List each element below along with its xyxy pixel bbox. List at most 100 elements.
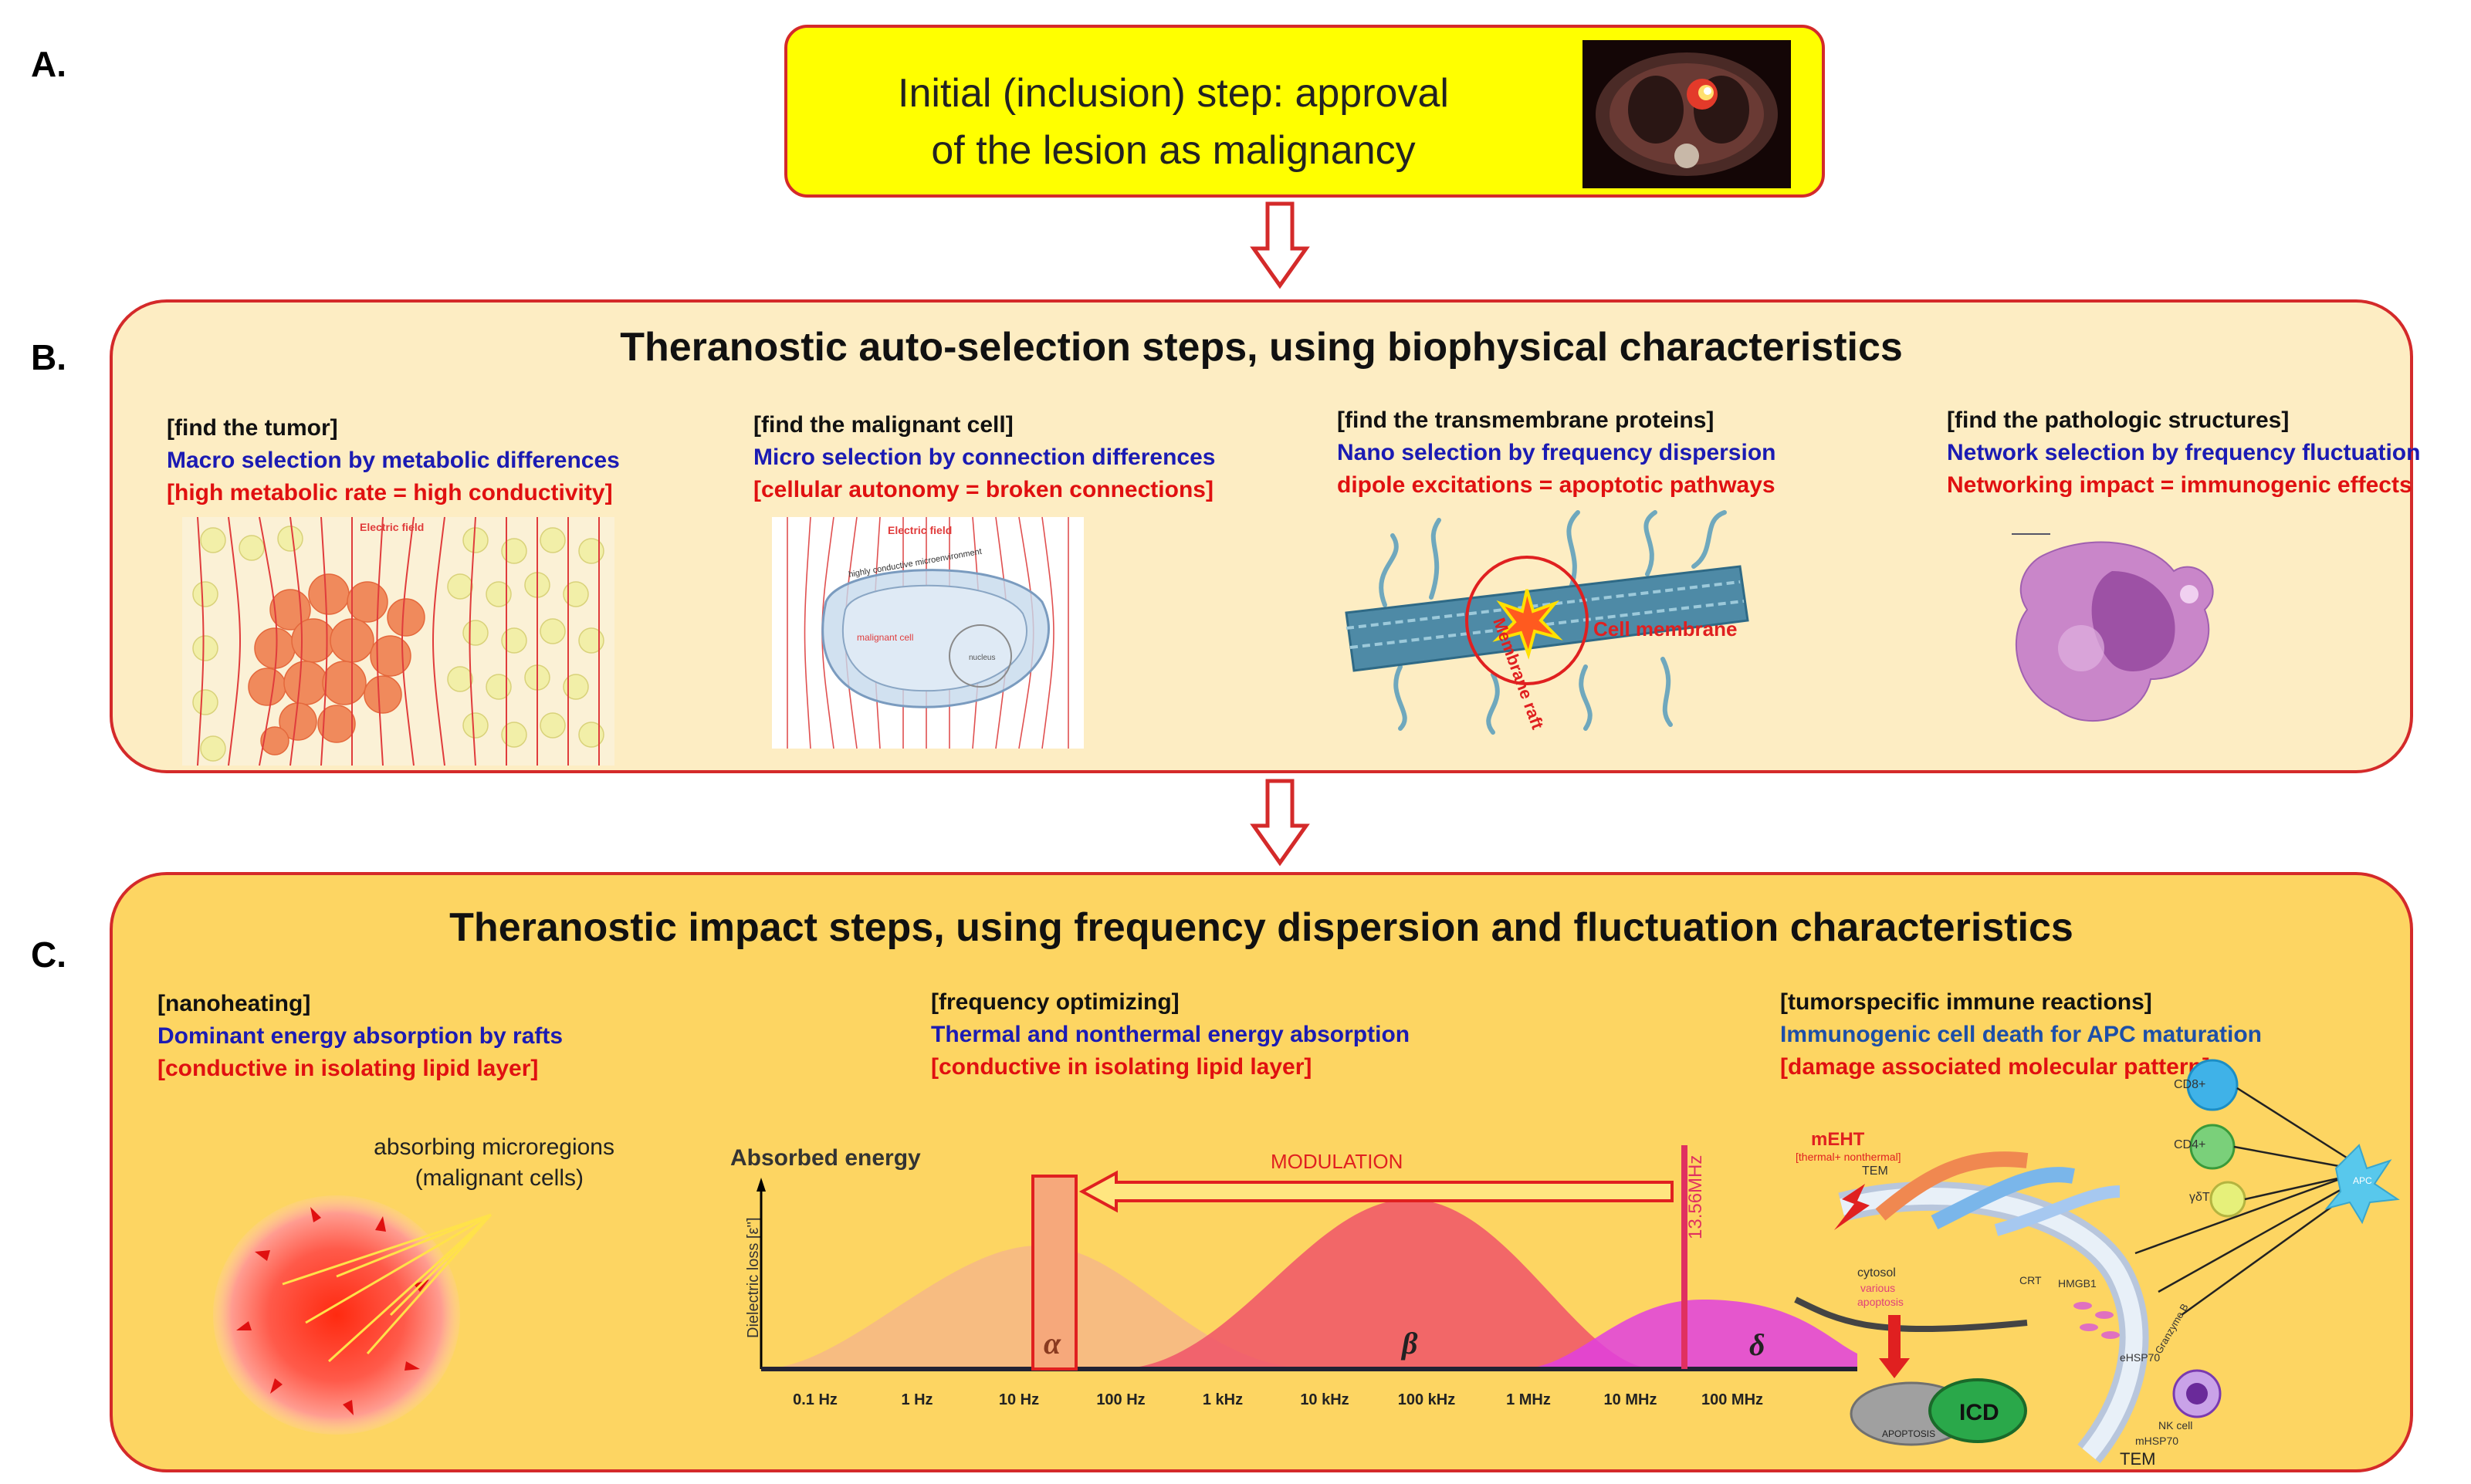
nk-label: NK cell <box>2158 1419 2192 1432</box>
field-label: Electric field <box>360 521 424 533</box>
column-tag: [find the tumor] <box>167 415 338 441</box>
signal-lines <box>2134 1087 2354 1317</box>
nucleus-label: nucleus <box>969 654 995 662</box>
column-tag: [frequency optimizing] <box>931 989 1180 1015</box>
malignant-cell-illustration: Electric field highly conductive microen… <box>772 516 1084 749</box>
column-method: Micro selection by connection difference… <box>753 445 1216 470</box>
nucleus <box>949 624 1012 688</box>
spectrum-ylabel: Dielectric loss [ε''] <box>745 1217 762 1338</box>
granzyme-label: Granzyme B <box>2153 1302 2191 1356</box>
column-method: Thermal and nonthermal energy absorption <box>931 1022 1410 1047</box>
apc-dendritic-cell <box>2324 1144 2400 1225</box>
damp-molecules <box>2073 1302 2120 1339</box>
background-cells <box>192 526 604 762</box>
frequency-tick-label: 100 Hz <box>1096 1391 1145 1408</box>
column-principle: [high metabolic rate = high conductivity… <box>167 480 613 505</box>
heated-cell <box>213 1195 460 1435</box>
signal-arrow-orange <box>1875 1151 2029 1221</box>
selection-column-proteins: [find the transmembrane proteins] Nano s… <box>1337 404 1775 502</box>
cd8-label: CD8+ <box>2174 1078 2205 1091</box>
column-method: Immunogenic cell death for APC maturatio… <box>1780 1022 2262 1047</box>
mhsp70-label: mHSP70 <box>2135 1435 2178 1447</box>
column-principle: [conductive in isolating lipid layer] <box>931 1054 1312 1080</box>
signal-arrow-lightblue <box>1994 1185 2121 1236</box>
icd-node <box>1928 1378 2027 1443</box>
impact-column-immune: [tumorspecific immune reactions] Immunog… <box>1780 986 2262 1083</box>
hmgb1-label: HMGB1 <box>2058 1277 2097 1290</box>
tumor-cluster <box>248 573 425 756</box>
down-arrow-1 <box>1250 201 1310 289</box>
column-tag: [nanoheating] <box>157 991 311 1016</box>
absorption-rays <box>282 1213 493 1363</box>
column-method: Dominant energy absorption by rafts <box>157 1023 564 1049</box>
field-label: Electric field <box>888 524 952 536</box>
frequency-marker-line <box>1681 1145 1687 1369</box>
membrane-label: Cell membrane <box>1593 617 1737 641</box>
field-lines <box>197 516 600 766</box>
frequency-tick-label: 1 Hz <box>901 1391 933 1408</box>
pet-ct-graphic <box>1582 40 1791 188</box>
modulation-label: MODULATION <box>1271 1150 1403 1173</box>
malignant-cell-label: malignant cell <box>857 632 913 643</box>
gd-label: γδT <box>2189 1191 2210 1204</box>
frequency-tick-label: 10 MHz <box>1604 1391 1657 1408</box>
ehsp70-label: eHSP70 <box>2120 1351 2160 1364</box>
tem-top-label: TEM <box>1862 1165 1888 1178</box>
down-arrow-2 <box>1250 779 1310 867</box>
dielectric-spectrum: Absorbed energy Dielectric loss [ε''] 13… <box>730 1145 1857 1408</box>
icd-label: ICD <box>1959 1400 1999 1425</box>
apoptosis-label: APOPTOSIS <box>1882 1428 1935 1439</box>
auto-selection-panel: Theranostic auto-selection steps, using … <box>110 299 2420 773</box>
lightning-icon <box>1834 1184 1870 1230</box>
column-principle: Networking impact = immunogenic effects <box>1947 472 2412 498</box>
column-tag: [find the transmembrane proteins] <box>1337 407 1714 433</box>
column-tag: [tumorspecific immune reactions] <box>1780 989 2152 1015</box>
absorbing-label-2: (malignant cells) <box>415 1165 584 1191</box>
inclusion-step-box: Initial (inclusion) step: approval of th… <box>784 25 1825 198</box>
column-principle: [cellular autonomy = broken connections] <box>753 477 1213 502</box>
crt-label: CRT <box>2019 1274 2042 1286</box>
apc-label: APC <box>2353 1175 2372 1186</box>
excitation-burst-icon <box>1492 589 1563 660</box>
column-principle: [conductive in isolating lipid layer] <box>157 1056 539 1081</box>
meht-sub-label: [thermal+ nonthermal] <box>1796 1151 1901 1163</box>
gd-tcell <box>2209 1181 2246 1218</box>
inclusion-step-title: Initial (inclusion) step: approval of th… <box>849 65 1498 179</box>
selection-column-tumor: [find the tumor] Macro selection by meta… <box>167 412 620 509</box>
various-label-2: apoptosis <box>1857 1296 1904 1308</box>
frequency-tick-label: 100 MHz <box>1701 1391 1763 1408</box>
spectrum-title: Absorbed energy <box>730 1145 921 1171</box>
apoptosis-arrow-icon <box>1879 1358 1910 1378</box>
selection-column-structures: [find the pathologic structures] Network… <box>1947 404 2420 502</box>
signal-arrow-blue <box>1931 1167 2075 1229</box>
frequency-tick-label: 1 MHz <box>1506 1391 1551 1408</box>
frequency-tick-label: 10 Hz <box>999 1391 1039 1408</box>
column-tag: [find the malignant cell] <box>753 412 1014 438</box>
membrane-raft-illustration: Membrane raft Cell membrane <box>1345 510 1749 735</box>
raft-circle <box>1465 556 1589 685</box>
column-method: Network selection by frequency fluctuati… <box>1947 440 2421 465</box>
section-label-c: C. <box>31 935 66 975</box>
frequency-tick-label: 100 kHz <box>1398 1391 1456 1408</box>
frequency-tick-label: 10 kHz <box>1300 1391 1349 1408</box>
inclusion-line-1: Initial (inclusion) step: approval <box>898 71 1449 116</box>
cd4-label: CD4+ <box>2174 1138 2205 1151</box>
various-label-1: various <box>1860 1282 1895 1294</box>
column-principle: [damage associated molecular pattern] <box>1780 1054 2210 1080</box>
impact-steps-title: Theranostic impact steps, using frequenc… <box>449 905 2073 950</box>
column-method: Macro selection by metabolic differences <box>167 448 620 473</box>
column-method: Nano selection by frequency dispersion <box>1337 440 1776 465</box>
inclusion-line-2: of the lesion as malignancy <box>931 128 1416 173</box>
raft-spikes <box>236 1207 429 1415</box>
selection-column-cell: [find the malignant cell] Micro selectio… <box>753 409 1215 506</box>
modulation-arrow-icon <box>1078 1170 1674 1213</box>
impact-steps-panel: Theranostic impact steps, using frequenc… <box>110 872 2413 1472</box>
delta-label: δ <box>1749 1327 1765 1362</box>
tumor-field-illustration: Electric field <box>182 516 614 766</box>
section-label-b: B. <box>31 337 66 377</box>
cd8-tcell <box>2186 1059 2239 1111</box>
column-tag: [find the pathologic structures] <box>1947 407 2290 433</box>
column-principle: dipole excitations = apoptotic pathways <box>1337 472 1775 498</box>
cytosol-label: cytosol <box>1857 1266 1896 1279</box>
